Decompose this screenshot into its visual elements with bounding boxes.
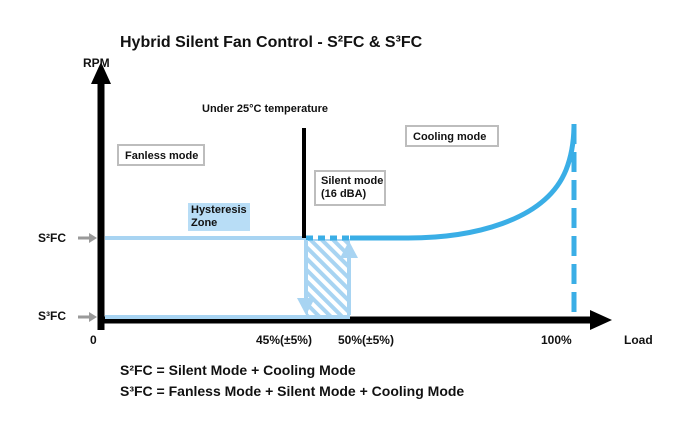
silent-mode-db-label: (16 dBA) bbox=[321, 188, 367, 200]
y-axis-label: RPM bbox=[83, 56, 110, 70]
hysteresis-hatch-area bbox=[306, 239, 350, 318]
s2fc-pointer-arrow bbox=[78, 233, 97, 243]
hysteresis-label-line1: Hysteresis bbox=[191, 204, 247, 216]
silent-mode-box: Silent mode (16 dBA) bbox=[314, 170, 386, 206]
fanless-mode-box: Fanless mode bbox=[117, 144, 205, 166]
s2fc-axis-label: S²FC bbox=[38, 231, 66, 245]
fanless-mode-label: Fanless mode bbox=[125, 150, 199, 162]
s3fc-axis-label: S³FC bbox=[38, 309, 66, 323]
origin-label: 0 bbox=[90, 333, 97, 347]
cooling-mode-label: Cooling mode bbox=[413, 131, 487, 143]
s3fc-pointer-arrow bbox=[78, 312, 97, 322]
up-arrow-50 bbox=[340, 241, 358, 315]
legend-s3fc: S³FC = Fanless Mode + Silent Mode + Cool… bbox=[120, 383, 465, 399]
cooling-mode-box: Cooling mode bbox=[405, 125, 499, 147]
x-tick-45: 45%(±5%) bbox=[256, 333, 312, 347]
hysteresis-label-line2: Zone bbox=[191, 217, 218, 229]
silent-mode-label: Silent mode bbox=[321, 175, 384, 187]
x-axis-label: Load bbox=[624, 333, 653, 347]
legend-s2fc: S²FC = Silent Mode + Cooling Mode bbox=[120, 362, 356, 378]
x-tick-50: 50%(±5%) bbox=[338, 333, 394, 347]
y-axis-arrowhead bbox=[91, 62, 111, 84]
x-tick-100: 100% bbox=[541, 333, 572, 347]
x-axis-arrowhead bbox=[590, 310, 612, 330]
under-temperature-label: Under 25°C temperature bbox=[202, 103, 329, 115]
down-arrow-45 bbox=[297, 240, 315, 315]
page-title: Hybrid Silent Fan Control - S²FC & S³FC bbox=[120, 34, 423, 51]
cooling-curve bbox=[350, 123, 577, 241]
hysteresis-zone-label: Hysteresis Zone bbox=[188, 203, 250, 231]
